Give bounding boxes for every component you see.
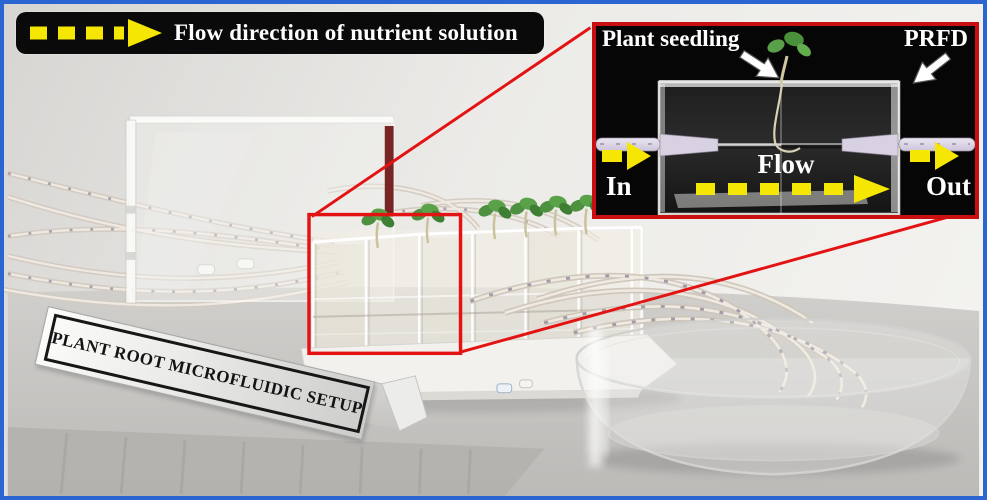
prfd-label: PRFD (904, 26, 968, 52)
in-arrow-icon (602, 142, 651, 170)
flow-arrow-icon (696, 175, 890, 203)
inset-seedling (767, 31, 811, 85)
plant-seedling-label: Plant seedling (602, 26, 740, 51)
flow-direction-arrow-icon (30, 19, 162, 47)
legend-label: Flow direction of nutrient solution (174, 20, 518, 45)
plant-root (773, 83, 801, 153)
prfd-arrow-icon (912, 52, 952, 84)
inset-panel: Plant seedling PRFD In Flow Out (592, 22, 979, 219)
red-edge-marker (384, 126, 394, 217)
in-label: In (606, 171, 632, 201)
out-arrow-icon (910, 142, 959, 170)
legend-banner: Flow direction of nutrient solution (16, 12, 544, 54)
inset-illustration (596, 31, 975, 215)
connector-caps (197, 258, 255, 276)
out-label: Out (925, 171, 971, 201)
flow-label: Flow (757, 149, 815, 179)
plant-seedling-arrow-icon (738, 49, 780, 79)
